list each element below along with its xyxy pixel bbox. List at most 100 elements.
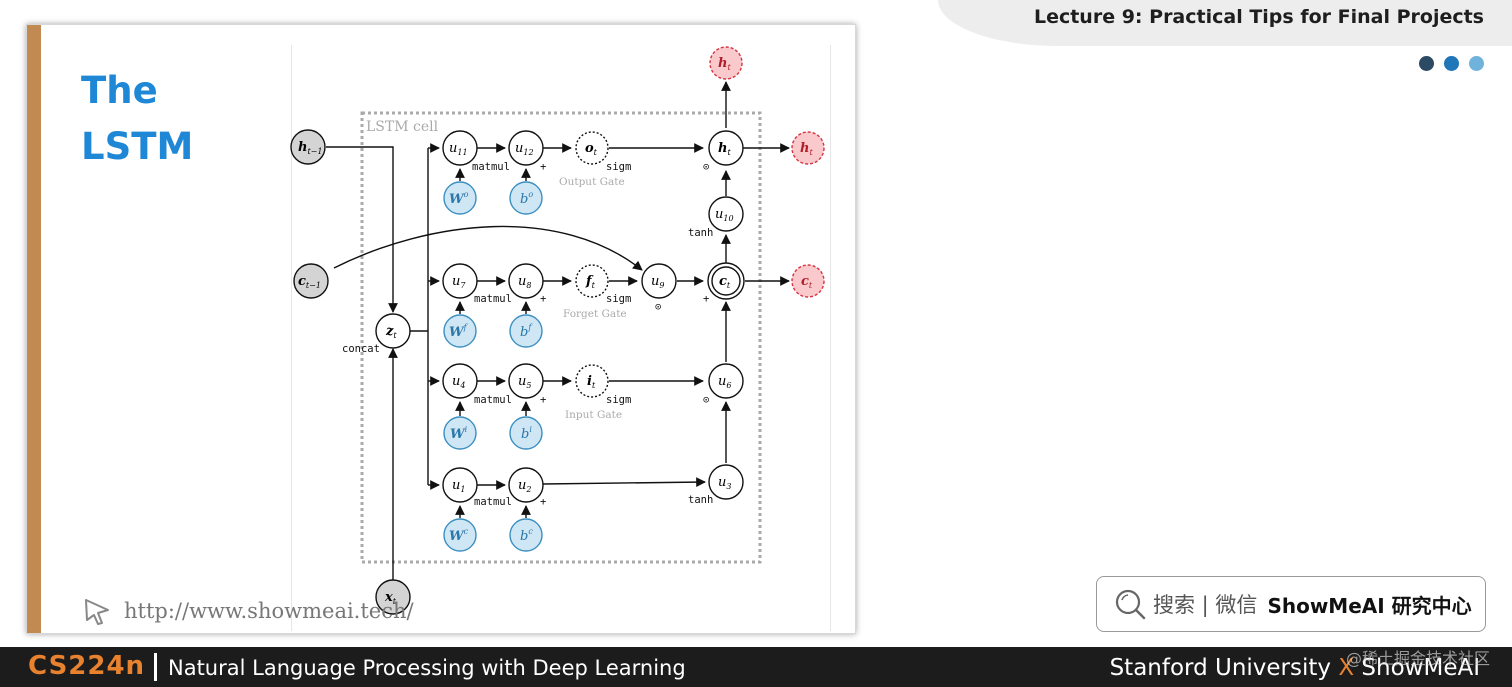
node-i-sub: t bbox=[592, 381, 596, 390]
svg-text:ht: ht bbox=[718, 56, 731, 72]
slide-title-line1: The bbox=[81, 69, 158, 112]
svg-text:u9: u9 bbox=[651, 274, 664, 290]
node-f-label: f bbox=[585, 274, 594, 289]
svg-text:u12: u12 bbox=[515, 141, 534, 157]
op-odot-u9: ⊙ bbox=[655, 301, 661, 313]
node-Wf-sup: f bbox=[463, 323, 469, 332]
op-odot-u6: ⊙ bbox=[703, 394, 709, 406]
op-matmul-f: matmul bbox=[474, 293, 512, 305]
search-icon bbox=[1115, 589, 1146, 620]
header-dots bbox=[1419, 56, 1484, 71]
edge-hprev-z bbox=[326, 146, 398, 313]
node-u3-label: u bbox=[718, 475, 726, 490]
node-bc-label: b bbox=[520, 529, 528, 544]
footer-right: Stanford University X ShowMeAI bbox=[1110, 655, 1480, 681]
svg-text:u5: u5 bbox=[518, 374, 531, 390]
node-h: ht bbox=[708, 130, 744, 166]
node-u9-sub: 9 bbox=[659, 281, 664, 290]
node-bi-sup: i bbox=[529, 425, 532, 434]
svg-text:ht: ht bbox=[800, 141, 813, 157]
node-u6-label: u bbox=[718, 374, 726, 389]
svg-text:u3: u3 bbox=[718, 475, 731, 491]
node-u6: u6 bbox=[708, 363, 744, 399]
node-bc: bc bbox=[509, 518, 543, 552]
node-h-prev: ht−1 bbox=[290, 129, 326, 165]
course-name: Natural Language Processing with Deep Le… bbox=[168, 656, 686, 680]
gate-captions: Output Gate Forget Gate Input Gate bbox=[559, 176, 627, 421]
node-c: ct bbox=[707, 262, 745, 300]
node-u7-sub: 7 bbox=[460, 281, 466, 290]
node-c-prev: ct−1 bbox=[293, 263, 329, 299]
node-u9-label: u bbox=[651, 274, 659, 289]
op-sigm-f: sigm bbox=[606, 293, 631, 305]
node-u4: u4 bbox=[442, 363, 478, 399]
watermark: @稀土掘金技术社区 bbox=[1345, 649, 1490, 668]
svg-text:u4: u4 bbox=[452, 374, 465, 390]
search-brand: ShowMeAI 研究中心 bbox=[1267, 593, 1472, 618]
node-u12: u12 bbox=[508, 130, 544, 166]
svg-text:u2: u2 bbox=[518, 478, 531, 494]
svg-text:u7: u7 bbox=[452, 274, 466, 290]
node-bi-label: b bbox=[521, 427, 529, 442]
op-plus-c: + bbox=[703, 293, 709, 305]
node-Wc: Wc bbox=[443, 518, 477, 552]
search-text: 搜索 | 微信 bbox=[1153, 593, 1258, 617]
node-Wo: Wo bbox=[443, 181, 477, 215]
node-bf-sup: f bbox=[527, 323, 533, 332]
node-Wo-label: W bbox=[449, 192, 465, 207]
op-labels: concat matmul + sigm ⊙ tanh matmul + sig… bbox=[342, 161, 713, 508]
svg-text:bc: bc bbox=[520, 527, 533, 544]
node-u2-sub: 2 bbox=[525, 485, 531, 494]
node-h-label: h bbox=[718, 141, 727, 156]
node-u12-sub: 12 bbox=[523, 148, 533, 157]
node-bo: bo bbox=[509, 181, 543, 215]
node-x: xt bbox=[375, 579, 411, 615]
op-sigm-i: sigm bbox=[606, 394, 631, 406]
node-u11-label: u bbox=[449, 141, 457, 156]
svg-text:xt: xt bbox=[384, 590, 397, 606]
node-u5-label: u bbox=[518, 374, 526, 389]
op-plus-c2: + bbox=[540, 496, 546, 508]
node-u2: u2 bbox=[508, 467, 544, 503]
node-c-out: ct bbox=[791, 264, 825, 298]
search-box[interactable]: 搜索 | 微信 ShowMeAI 研究中心 bbox=[1096, 576, 1486, 632]
op-tanh-u3: tanh bbox=[688, 494, 713, 506]
gate-input: Input Gate bbox=[565, 409, 622, 421]
node-h-out-top-sub: t bbox=[727, 63, 731, 72]
dot-mid bbox=[1444, 56, 1459, 71]
node-z: zt bbox=[375, 313, 411, 349]
footer-separator bbox=[154, 653, 157, 681]
edges bbox=[326, 81, 790, 580]
edge-u2-u3 bbox=[542, 477, 706, 488]
slide-title-line2: LSTM bbox=[81, 125, 194, 168]
svg-text:it: it bbox=[587, 374, 596, 390]
footer-brand: ShowMeAI bbox=[1361, 655, 1480, 681]
node-u7-label: u bbox=[452, 274, 460, 289]
node-c-sub: t bbox=[727, 281, 731, 290]
node-u1: u1 bbox=[442, 467, 478, 503]
node-Wi: Wi bbox=[443, 416, 477, 450]
node-f-sub: t bbox=[592, 281, 596, 290]
node-c-prev-label: c bbox=[298, 274, 306, 289]
node-h-sub: t bbox=[727, 148, 731, 157]
slide: The LSTM bbox=[26, 24, 856, 634]
node-u2-label: u bbox=[518, 478, 526, 493]
node-Wc-label: W bbox=[449, 529, 465, 544]
dot-dark bbox=[1419, 56, 1434, 71]
node-bo-sup: o bbox=[528, 190, 533, 199]
showmeai-url[interactable]: http://www.showmeai.tech/ bbox=[82, 596, 414, 626]
node-h-out-right-label: h bbox=[800, 141, 809, 156]
url-text: http://www.showmeai.tech/ bbox=[124, 599, 414, 623]
node-bc-sup: c bbox=[528, 527, 533, 536]
node-c-out-sub: t bbox=[809, 281, 813, 290]
op-tanh-u10: tanh bbox=[688, 227, 713, 239]
node-Wc-sup: c bbox=[464, 527, 469, 536]
node-f: ft bbox=[575, 264, 609, 298]
gate-output: Output Gate bbox=[559, 176, 625, 188]
node-u4-label: u bbox=[452, 374, 460, 389]
svg-text:ct−1: ct−1 bbox=[298, 274, 321, 290]
cursor-click-icon bbox=[85, 599, 109, 625]
node-z-label: z bbox=[385, 324, 394, 339]
svg-text:ct: ct bbox=[719, 274, 731, 290]
